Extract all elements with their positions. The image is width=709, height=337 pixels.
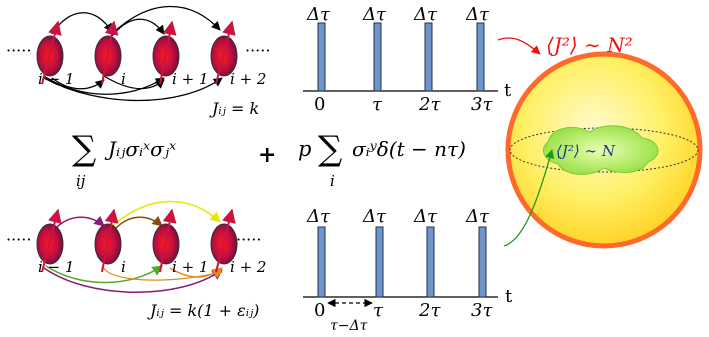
- spin-arrow-icon: [101, 20, 119, 85]
- red-connector-arrow-icon: [497, 37, 541, 55]
- bottom-pulse-train: Δτ Δτ Δτ Δτ 0 τ 2τ 3τ t τ−Δτ: [303, 206, 513, 334]
- top-tick-label-1: 0: [314, 94, 325, 115]
- top-spin-4: [210, 20, 238, 85]
- top-chain-left-dots: ·····: [6, 41, 31, 60]
- top-coupling-label: Jᵢⱼ = k: [209, 99, 259, 118]
- bottom-site-label-3: i + 1: [172, 258, 208, 276]
- top-tick-label-4: 3τ: [471, 94, 493, 115]
- top-chain-right-dots: ·····: [245, 41, 270, 60]
- top-site-label-2: i: [121, 70, 126, 88]
- top-pulse-label-2: Δτ: [362, 4, 387, 25]
- bottom-chain-right-dots: ·····: [236, 230, 261, 249]
- bottom-arc-orange-long: [103, 267, 223, 281]
- kick-prefix: p: [298, 137, 311, 161]
- top-pulse-label-3: Δτ: [413, 4, 438, 25]
- top-arc-below-1: [43, 75, 165, 95]
- bottom-pulse-label-1: Δτ: [306, 206, 331, 227]
- top-spin-1: [36, 20, 64, 85]
- top-pulse-bar-3: [424, 22, 433, 92]
- bottom-spin-3: [152, 208, 180, 273]
- bottom-spin-chain: ····· ····· i − 1 i i + 1 i + 2 Jᵢⱼ = k(…: [6, 200, 266, 320]
- bottom-site-label-4: i + 2: [230, 258, 266, 276]
- bottom-site-label-1: i − 1: [38, 258, 74, 276]
- top-site-label-4: i + 2: [230, 70, 266, 88]
- spin-arrow-icon: [101, 208, 119, 273]
- bottom-tick-label-3: 2τ: [418, 300, 441, 321]
- spin-arrow-icon: [41, 20, 62, 85]
- squeezed-blob: [542, 125, 659, 175]
- spin-arrow-icon: [41, 208, 62, 273]
- bottom-tick-label-2: τ: [373, 300, 384, 321]
- plus-sign: +: [258, 142, 276, 168]
- top-pulse-label-1: Δτ: [306, 4, 331, 25]
- kick-term: σᵢʸδ(t − nτ): [352, 137, 466, 161]
- top-arc-below-3: [103, 75, 165, 90]
- bottom-arc-green: [45, 265, 163, 284]
- bottom-tick-label-1: 0: [314, 300, 325, 321]
- interaction-sum-symbol: ∑: [72, 129, 96, 169]
- bottom-pulse-bar-1: [317, 226, 326, 298]
- top-arc-below-2: [43, 77, 223, 102]
- top-axis-label: t: [504, 80, 512, 101]
- spin-arrow-icon: [215, 20, 236, 85]
- bottom-arc-purple-top: [55, 215, 105, 229]
- top-tick-label-3: 2τ: [418, 94, 441, 115]
- bottom-pulse-label-4: Δτ: [465, 206, 490, 227]
- interaction-term: Jᵢⱼσᵢˣσⱼˣ: [104, 137, 176, 161]
- top-arc-below-4: [51, 77, 105, 90]
- bottom-pulse-label-3: Δτ: [413, 206, 438, 227]
- top-pulse-bar-1: [317, 22, 326, 92]
- top-spin-chain: ····· ····· i − 1 i i + 1 i + 2: [6, 5, 270, 118]
- kick-sum-symbol: ∑: [318, 129, 342, 169]
- bottom-arc-yellow: [111, 200, 221, 227]
- bottom-pulse-bar-3: [426, 226, 435, 298]
- top-pulse-bar-2: [373, 22, 382, 92]
- top-arc-nn-2: [111, 18, 165, 37]
- top-pulse-label-4: Δτ: [465, 4, 490, 25]
- top-tick-label-2: τ: [372, 94, 383, 115]
- hamiltonian: ∑ ij Jᵢⱼσᵢˣσⱼˣ + p ∑ i σᵢʸδ(t − nτ): [72, 129, 466, 190]
- spin-arrow-icon: [159, 208, 177, 273]
- bottom-axis-label: t: [505, 286, 513, 307]
- bottom-coupling-label: Jᵢⱼ = k(1 + εᵢⱼ): [147, 301, 259, 320]
- top-spin-3: [152, 20, 180, 85]
- bottom-arc-brown: [115, 215, 163, 229]
- bottom-pulse-label-2: Δτ: [362, 206, 387, 227]
- bottom-pulse-bar-4: [478, 226, 487, 298]
- inner-label: ⟨J²⟩ ∼ N: [556, 142, 616, 160]
- outer-label: ⟨J²⟩ ∼ N²: [546, 33, 633, 57]
- bottom-tick-label-4: 3τ: [471, 300, 493, 321]
- interaction-sum-index: ij: [76, 172, 86, 190]
- bloch-sphere: ⟨J²⟩ ∼ N ⟨J²⟩ ∼ N²: [505, 33, 703, 249]
- bottom-pulse-bar-2: [375, 226, 384, 298]
- green-connector-arrow-icon: [503, 149, 555, 247]
- top-arc-nn-1: [51, 12, 113, 35]
- bottom-arc-purple: [43, 267, 223, 293]
- bottom-chain-left-dots: ·····: [6, 230, 31, 249]
- spin-arrow-icon: [159, 20, 177, 85]
- bottom-spin-1: [36, 208, 64, 273]
- top-site-label-1: i − 1: [38, 70, 74, 88]
- spin-arrow-icon: [215, 208, 236, 273]
- top-site-label-3: i + 1: [172, 70, 208, 88]
- bottom-spin-4: [210, 208, 238, 273]
- kick-sum-index: i: [330, 172, 335, 190]
- top-spin-2: [94, 20, 122, 85]
- bottom-spin-2: [94, 208, 122, 273]
- sphere-equator: [509, 127, 699, 173]
- top-pulse-train: Δτ Δτ Δτ Δτ 0 τ 2τ 3τ t: [303, 4, 512, 115]
- bottom-site-label-2: i: [121, 258, 126, 276]
- top-pulse-bar-4: [476, 22, 485, 92]
- top-arc-nnn-1: [111, 5, 221, 35]
- interval-label: τ−Δτ: [330, 318, 368, 334]
